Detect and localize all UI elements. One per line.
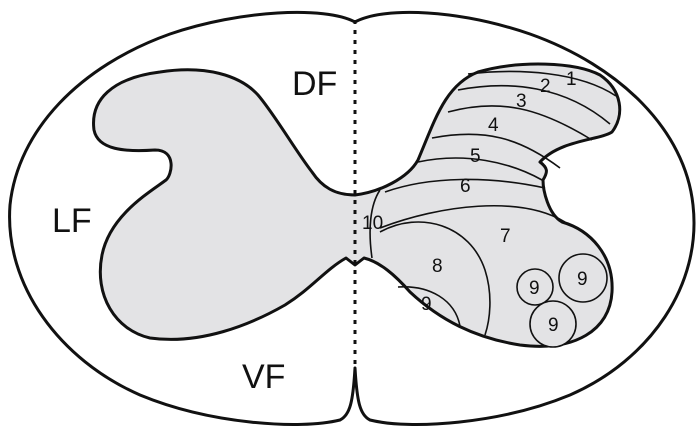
lamina-label: 7 — [500, 226, 511, 247]
lamina-label: 6 — [460, 176, 471, 197]
lamina-label: 8 — [432, 256, 443, 277]
lateral-funiculus-label: LF — [52, 202, 92, 240]
lamina-label: 9 — [577, 269, 588, 290]
lamina-label: 1 — [566, 69, 577, 90]
dorsal-funiculus-label: DF — [292, 65, 337, 103]
lamina-9-nucleus — [529, 300, 577, 348]
ventral-funiculus-label: VF — [242, 358, 285, 396]
lamina-label: 4 — [488, 115, 499, 136]
lamina-label: 3 — [516, 91, 527, 112]
lamina-label: 10 — [362, 213, 383, 234]
lamina-boundaries — [369, 70, 617, 336]
lamina-label: 9 — [421, 294, 432, 315]
lamina-label: 9 — [548, 315, 559, 336]
lamina-labels: 1 2 3 4 5 6 7 8 9 9 9 9 10 — [362, 69, 588, 336]
lamina-label: 9 — [529, 278, 540, 299]
lamina-9-nuclei — [516, 253, 608, 348]
grey-matter — [92, 62, 622, 348]
lamina-9-nucleus — [558, 253, 608, 303]
lamina-label: 2 — [540, 76, 551, 97]
lamina-9-nucleus — [516, 268, 554, 306]
lamina-label: 5 — [470, 146, 481, 167]
